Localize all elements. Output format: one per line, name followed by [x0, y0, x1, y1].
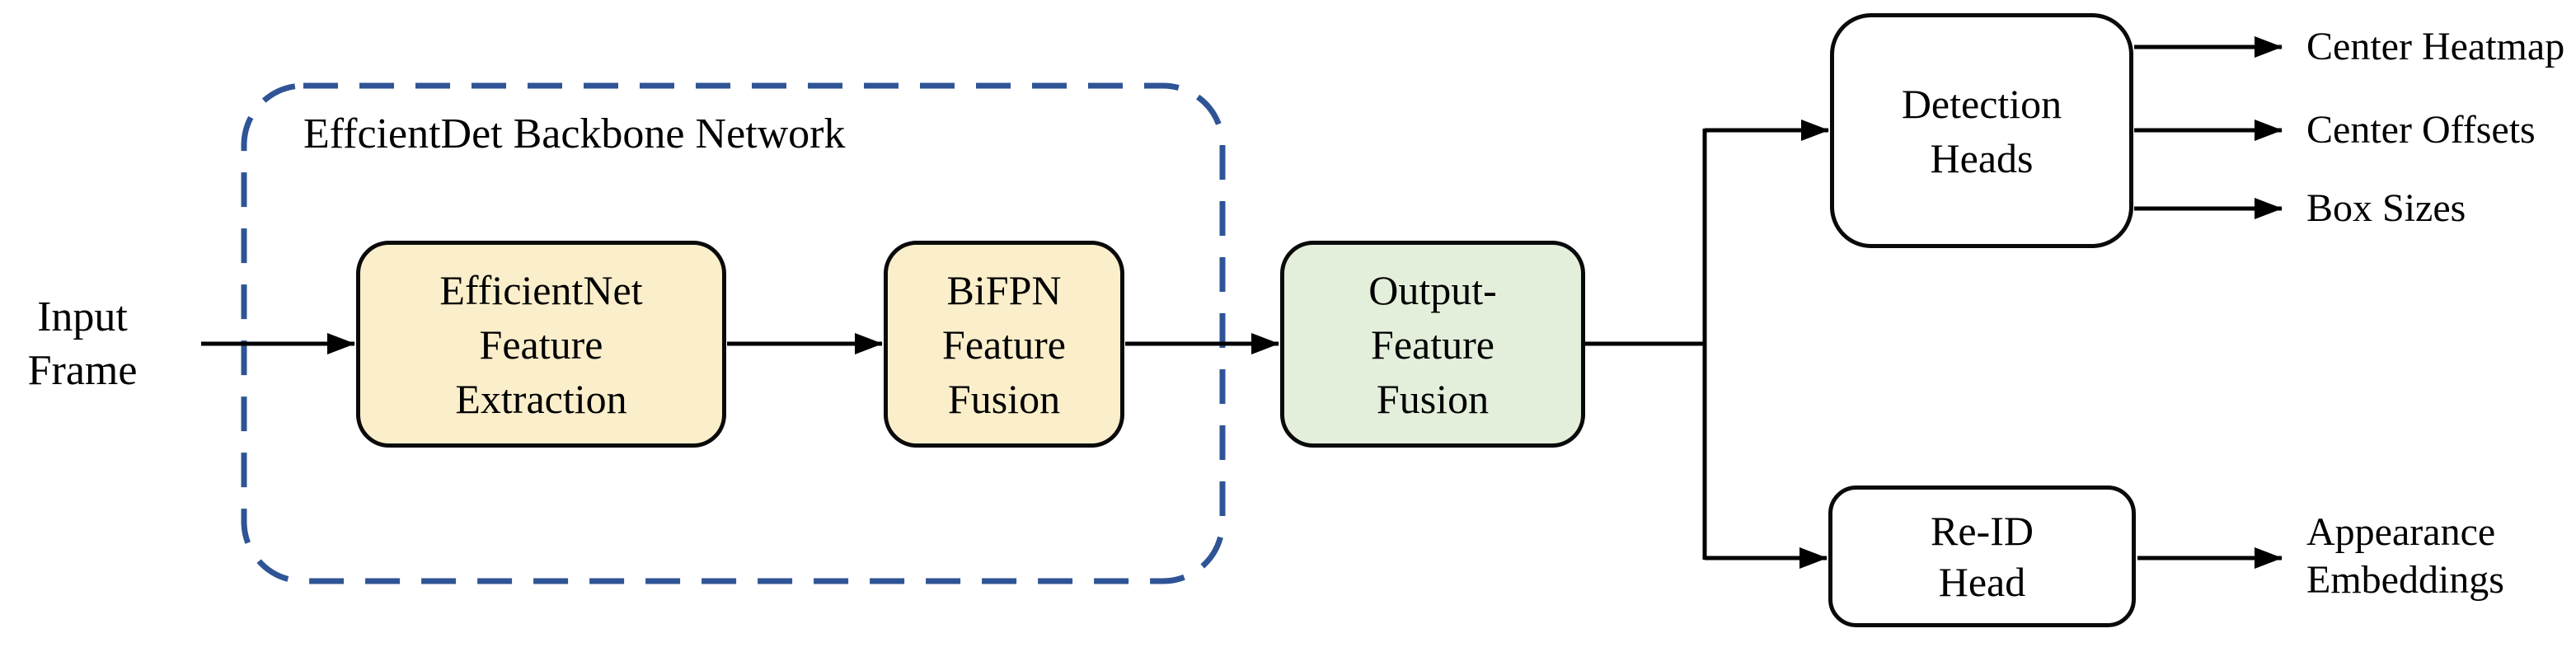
backbone-title: EffcientDet Backbone Network [303, 110, 846, 157]
node-detection-heads: Detection Heads [1830, 13, 2133, 248]
output-label-appearance-embeddings: Appearance Embeddings [2306, 510, 2504, 602]
output-label-box-sizes: Box Sizes [2306, 186, 2466, 230]
output-label-center-heatmap: Center Heatmap [2306, 25, 2565, 68]
output-label-center-offsets: Center Offsets [2306, 108, 2536, 152]
backbone-dashed-border [241, 82, 1226, 584]
node-output-feature-fusion: Output- Feature Fusion [1280, 241, 1585, 448]
node-bifpn-feature-fusion: BiFPN Feature Fusion [884, 241, 1124, 448]
node-efficientnet-feature-extraction: EfficientNet Feature Extraction [356, 241, 726, 448]
input-frame-label: Input Frame [27, 293, 138, 394]
arrows [201, 36, 2283, 569]
node-reid-head: Re-ID Head [1828, 485, 2136, 627]
